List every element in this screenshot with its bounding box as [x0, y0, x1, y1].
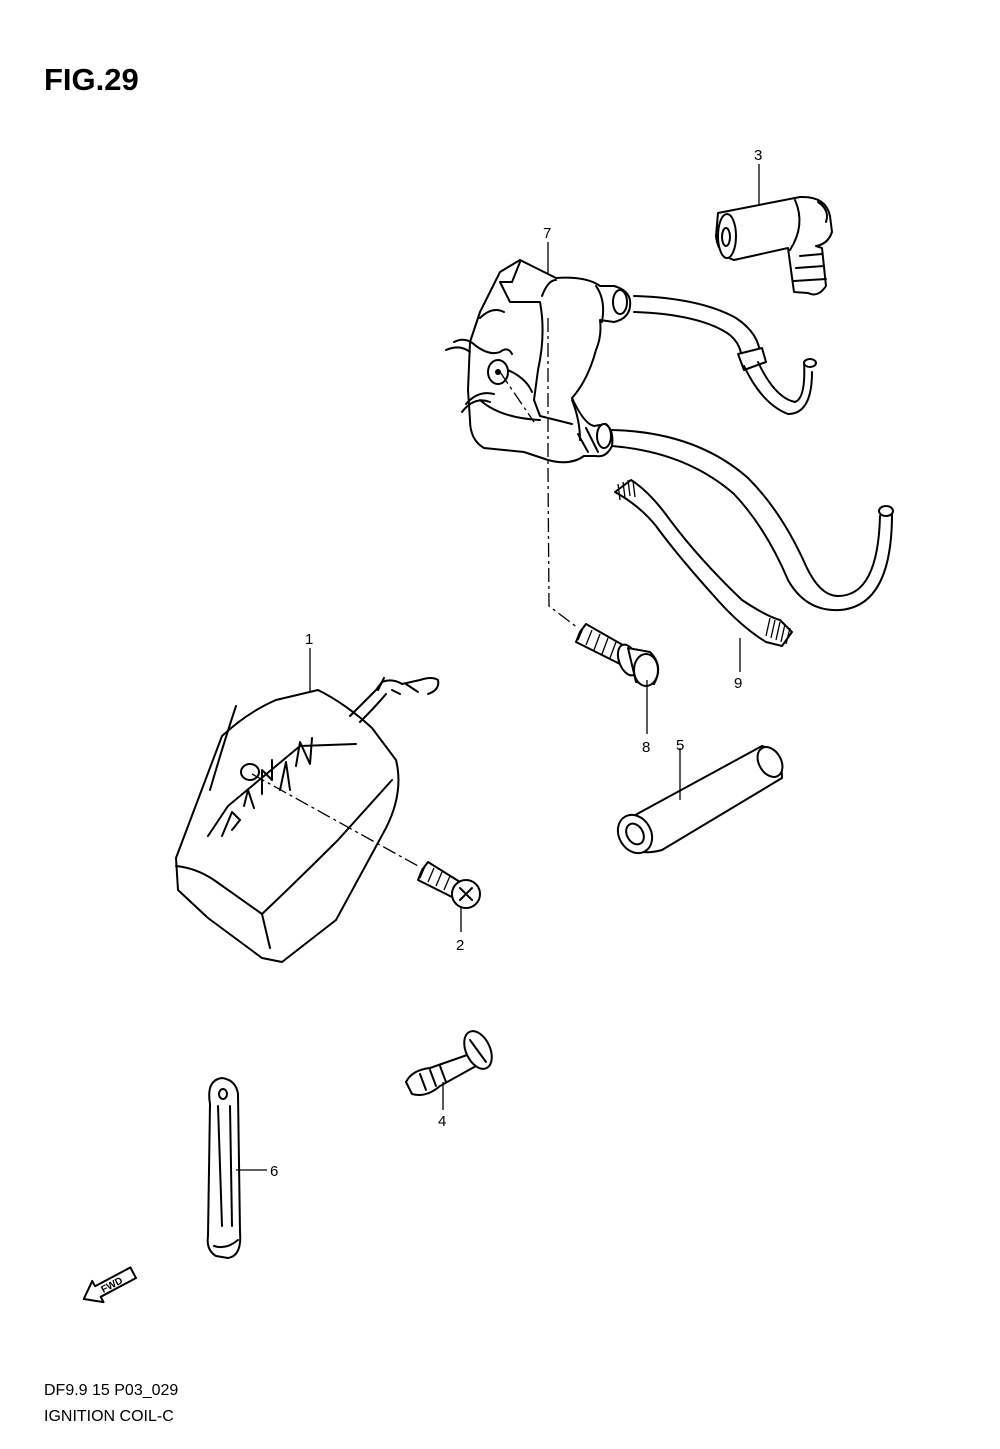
- callout-7: 7: [543, 225, 551, 242]
- callout-2: 2: [456, 937, 464, 954]
- part-4-push-pin: [405, 1030, 493, 1096]
- part-8-bolt: [575, 623, 660, 687]
- part-1-cdi-unit: [175, 677, 440, 963]
- callout-1: 1: [305, 631, 313, 648]
- fwd-arrow-icon: FWD: [82, 1266, 138, 1304]
- callout-numbers: 3 7 9 8 5 1 2 4 6: [270, 147, 762, 1180]
- callout-3: 3: [754, 147, 762, 164]
- part-2-screw: [417, 861, 481, 909]
- part-9-tube: [614, 479, 793, 647]
- fwd-label: FWD: [100, 1275, 125, 1295]
- diagram-code: DF9.9 15 P03_029: [44, 1382, 179, 1399]
- diagram-caption: IGNITION COIL-C: [44, 1408, 174, 1425]
- callout-leaders: [236, 164, 760, 1171]
- callout-5: 5: [676, 737, 684, 754]
- part-6-strap: [206, 1077, 242, 1259]
- figure-title: FIG.29: [44, 62, 139, 97]
- callout-6: 6: [270, 1163, 278, 1180]
- part-7-ignition-coil: [445, 259, 894, 612]
- part-3-plug-cap: [715, 195, 833, 296]
- callout-4: 4: [438, 1113, 446, 1130]
- callout-9: 9: [734, 675, 742, 692]
- callout-8: 8: [642, 739, 650, 756]
- part-5-sleeve: [616, 745, 784, 855]
